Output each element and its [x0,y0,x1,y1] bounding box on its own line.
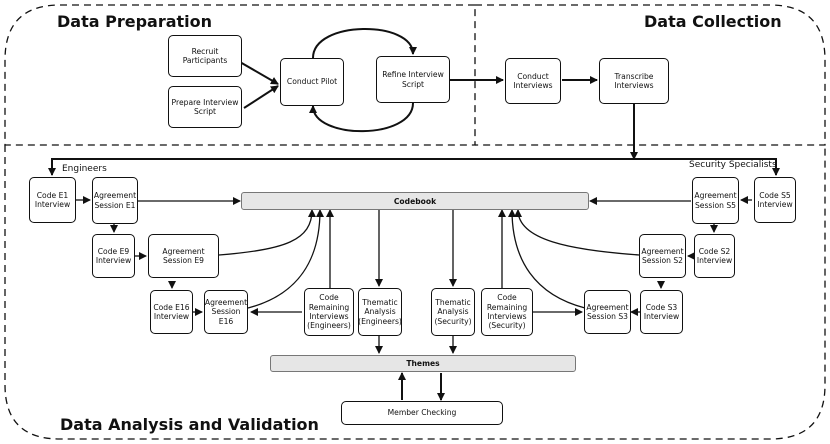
edge-prepare-pilot [243,85,279,109]
node-refine-interview-script: Refine Interview Script [376,56,450,103]
node-thematic-analysis-security: Thematic Analysis (Security) [431,288,475,336]
node-code-remaining-security: Code Remaining Interviews (Security) [481,288,533,336]
node-code-e16-interview: Code E16 Interview [150,290,193,334]
node-agreement-session-e9: Agreement Session E9 [148,234,219,278]
node-code-e1-interview: Code E1 Interview [29,177,76,223]
node-agreement-session-s5: Agreement Session S5 [692,177,739,224]
node-prepare-interview-script: Prepare Interview Script [168,86,242,128]
node-code-remaining-engineers: Code Remaining Interviews (Engineers) [304,288,354,336]
node-code-s2-interview: Code S2 Interview [694,234,735,278]
edge-split-engineers [48,158,634,176]
node-agreement-session-e16: Agreement Session E16 [204,290,248,334]
node-member-checking: Member Checking [341,401,503,425]
node-thematic-analysis-engineers: Thematic Analysis (Engineers) [358,288,402,336]
node-code-s3-interview: Code S3 Interview [640,290,683,334]
node-agreement-session-s3: Agreement Session S3 [584,290,631,334]
lane-label-security: Security Specialists [689,160,777,170]
edge-refine-pilot-loop [309,102,414,133]
collection-boundary [475,4,826,146]
lane-label-engineers: Engineers [62,164,107,174]
section-title-analysis: Data Analysis and Validation [60,415,319,434]
node-recruit-participants: Recruit Participants [168,35,242,77]
node-transcribe-interviews: Transcribe Interviews [599,58,669,104]
preparation-boundary [4,4,476,146]
node-code-e9-interview: Code E9 Interview [92,234,135,278]
node-agreement-session-e1: Agreement Session E1 [92,177,138,224]
themes-bar: Themes [270,355,576,372]
section-title-preparation: Data Preparation [57,12,213,31]
node-conduct-interviews: Conduct Interviews [505,58,561,104]
edge-pilot-refine-loop [312,28,417,59]
edge-split-security [634,158,780,176]
node-conduct-pilot: Conduct Pilot [280,58,344,106]
codebook-bar: Codebook [241,192,589,210]
node-code-s5-interview: Code S5 Interview [754,177,796,223]
node-agreement-session-s2: Agreement Session S2 [639,234,686,278]
section-title-collection: Data Collection [644,12,782,31]
